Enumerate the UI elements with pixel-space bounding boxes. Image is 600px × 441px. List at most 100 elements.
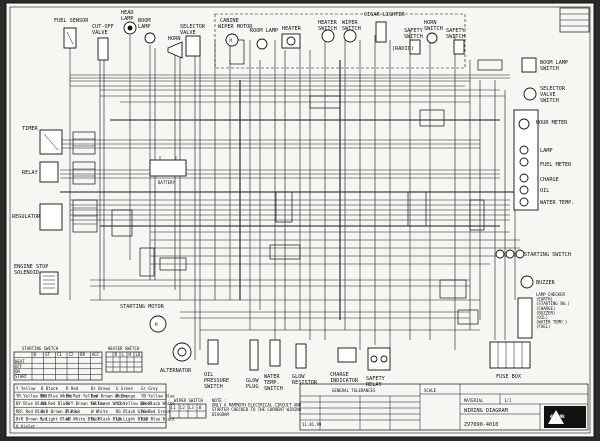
ss-header-c1: C1: [57, 352, 62, 357]
fuse-box-label: FUSE BOX: [496, 374, 522, 380]
engine-stop-solenoid-symbol: [39, 271, 59, 295]
legend-entry: W White: [91, 409, 108, 414]
wiper-switch-symbol: [343, 29, 357, 43]
connectors: [72, 39, 503, 325]
horn-symbol: [167, 41, 183, 59]
legend-entry: RG Red Green: [141, 409, 170, 414]
heater-header-h: H: [129, 352, 132, 357]
legend-entry: R Red: [66, 386, 79, 391]
heater-label: HEATER: [282, 26, 302, 32]
fuel-sensor-symbol: [63, 27, 77, 49]
tolerances-label: GENERAL TOLERANCES: [332, 388, 376, 393]
drawing-number: ZV7090-4010: [464, 422, 498, 428]
ss-row-heat: HEAT: [15, 359, 25, 364]
lamp-label: LAMP: [540, 148, 553, 154]
sheet-number: 1/1: [504, 398, 512, 403]
safety-relay-symbol: [367, 347, 391, 371]
legend-entry: G Green: [116, 386, 133, 391]
cut-off-valve-symbol: [97, 37, 109, 61]
note-text: NOTE :ONLY A MAMMOTH ELECTRICAL CIRCUIT …: [212, 398, 302, 417]
charge-indicator-symbol: [337, 347, 357, 363]
alternator-label: ALTERNATOR: [160, 368, 192, 374]
ss-header-st: ST: [45, 352, 50, 357]
lamp-checker-symbol: [517, 297, 533, 339]
heater-switch-table-title: HEATER SWITCH: [108, 346, 140, 351]
svg-text:M: M: [230, 38, 233, 43]
legend-entry: V Violet: [16, 424, 36, 429]
ss-row-off: OFF: [15, 364, 23, 369]
oil-pressure-switch-symbol: [207, 339, 219, 365]
lamp-checker-label: LAMP CHECKER(EARTH)(STARTING SW.)(CHARGE…: [536, 292, 570, 329]
legend-entry: BrW Brown White: [91, 394, 128, 399]
horn-switch-symbol: [426, 32, 438, 44]
legend-entry: YR Yellow Red: [16, 394, 48, 399]
wiper-header-l1: L1: [171, 405, 176, 410]
heater-header-b: B: [115, 352, 118, 357]
charge-label: CHARGE: [540, 177, 559, 183]
horn-label: HORN: [168, 36, 181, 42]
starting-motor-label: STARTING MOTOR: [120, 304, 165, 310]
wiper-header-l3: L3: [189, 405, 194, 410]
company-name: AMMANN: [550, 414, 565, 419]
legend-entry: L Light Blue: [41, 416, 70, 421]
wiper-header-b: B: [199, 405, 202, 410]
legend-entry: BR Blue White: [41, 394, 73, 399]
wiring-harness: [60, 30, 520, 360]
heater-switch-symbol: [321, 29, 335, 43]
boom-lamp-top-symbol: [144, 32, 156, 44]
svg-text:M: M: [155, 322, 158, 327]
heater-header-lo: LO: [136, 352, 141, 357]
cigar-lighter-symbol: [375, 21, 387, 43]
buzzer-symbol: [520, 275, 534, 289]
ss-row-on: ON: [15, 369, 20, 374]
ss-header-b: B: [34, 352, 37, 357]
wiper-switch-table-title: WIPER SWITCH: [174, 398, 203, 403]
cigar-lighter-label: CIGAR LIGHTER: [364, 12, 405, 18]
date-text: 11.01.99: [302, 422, 322, 427]
legend-entry: BY Blue Black: [16, 401, 48, 406]
legend-entry: B Black: [41, 386, 58, 391]
legend-entry: BrY Brown Yellow: [66, 401, 105, 406]
battery-label: BATTERY: [158, 180, 175, 185]
safety-switch-symbols: [409, 39, 465, 55]
wiper-switch-table: WIPER SWITCH L1 L2 L3 B: [169, 398, 207, 419]
glow-resistor-symbol: [295, 343, 307, 369]
legend-entry: Y Yellow: [16, 386, 36, 391]
starting-motor-symbol: M: [149, 315, 167, 333]
legend-entry: Br Brown: [91, 386, 111, 391]
water-temp-switch-symbol: [269, 339, 281, 367]
ss-header-c2: C2: [69, 352, 74, 357]
water-temp-label: WATER TEMP.: [540, 200, 574, 206]
legend-entry: YB Yellow Blue: [141, 394, 175, 399]
ss-header-acc: ACC: [92, 352, 100, 357]
legend-entry: O Orange: [116, 394, 136, 399]
battery-symbol: [149, 156, 187, 177]
legend-entry: BrR Brown Red: [16, 416, 48, 421]
wiper-motor-label: WIPER MOTOR: [218, 24, 253, 30]
ss-row-start: START: [15, 374, 28, 379]
title-block: GENERAL TOLERANCES MATERIAL SCALE 11.01.…: [299, 383, 589, 431]
relay-label: RELAY: [22, 170, 38, 176]
sheet-border: [9, 6, 591, 434]
drawing-title: WIRING DIAGRAM: [464, 408, 508, 414]
regulator-label: REGULATOR: [12, 214, 41, 220]
legend-entry: LB Light Blue: [116, 416, 148, 421]
selector-valve-switch-symbol: [523, 87, 537, 101]
head-lamp-symbol: [123, 21, 137, 35]
starting-switch-label: STARTING SWITCH: [524, 252, 571, 258]
